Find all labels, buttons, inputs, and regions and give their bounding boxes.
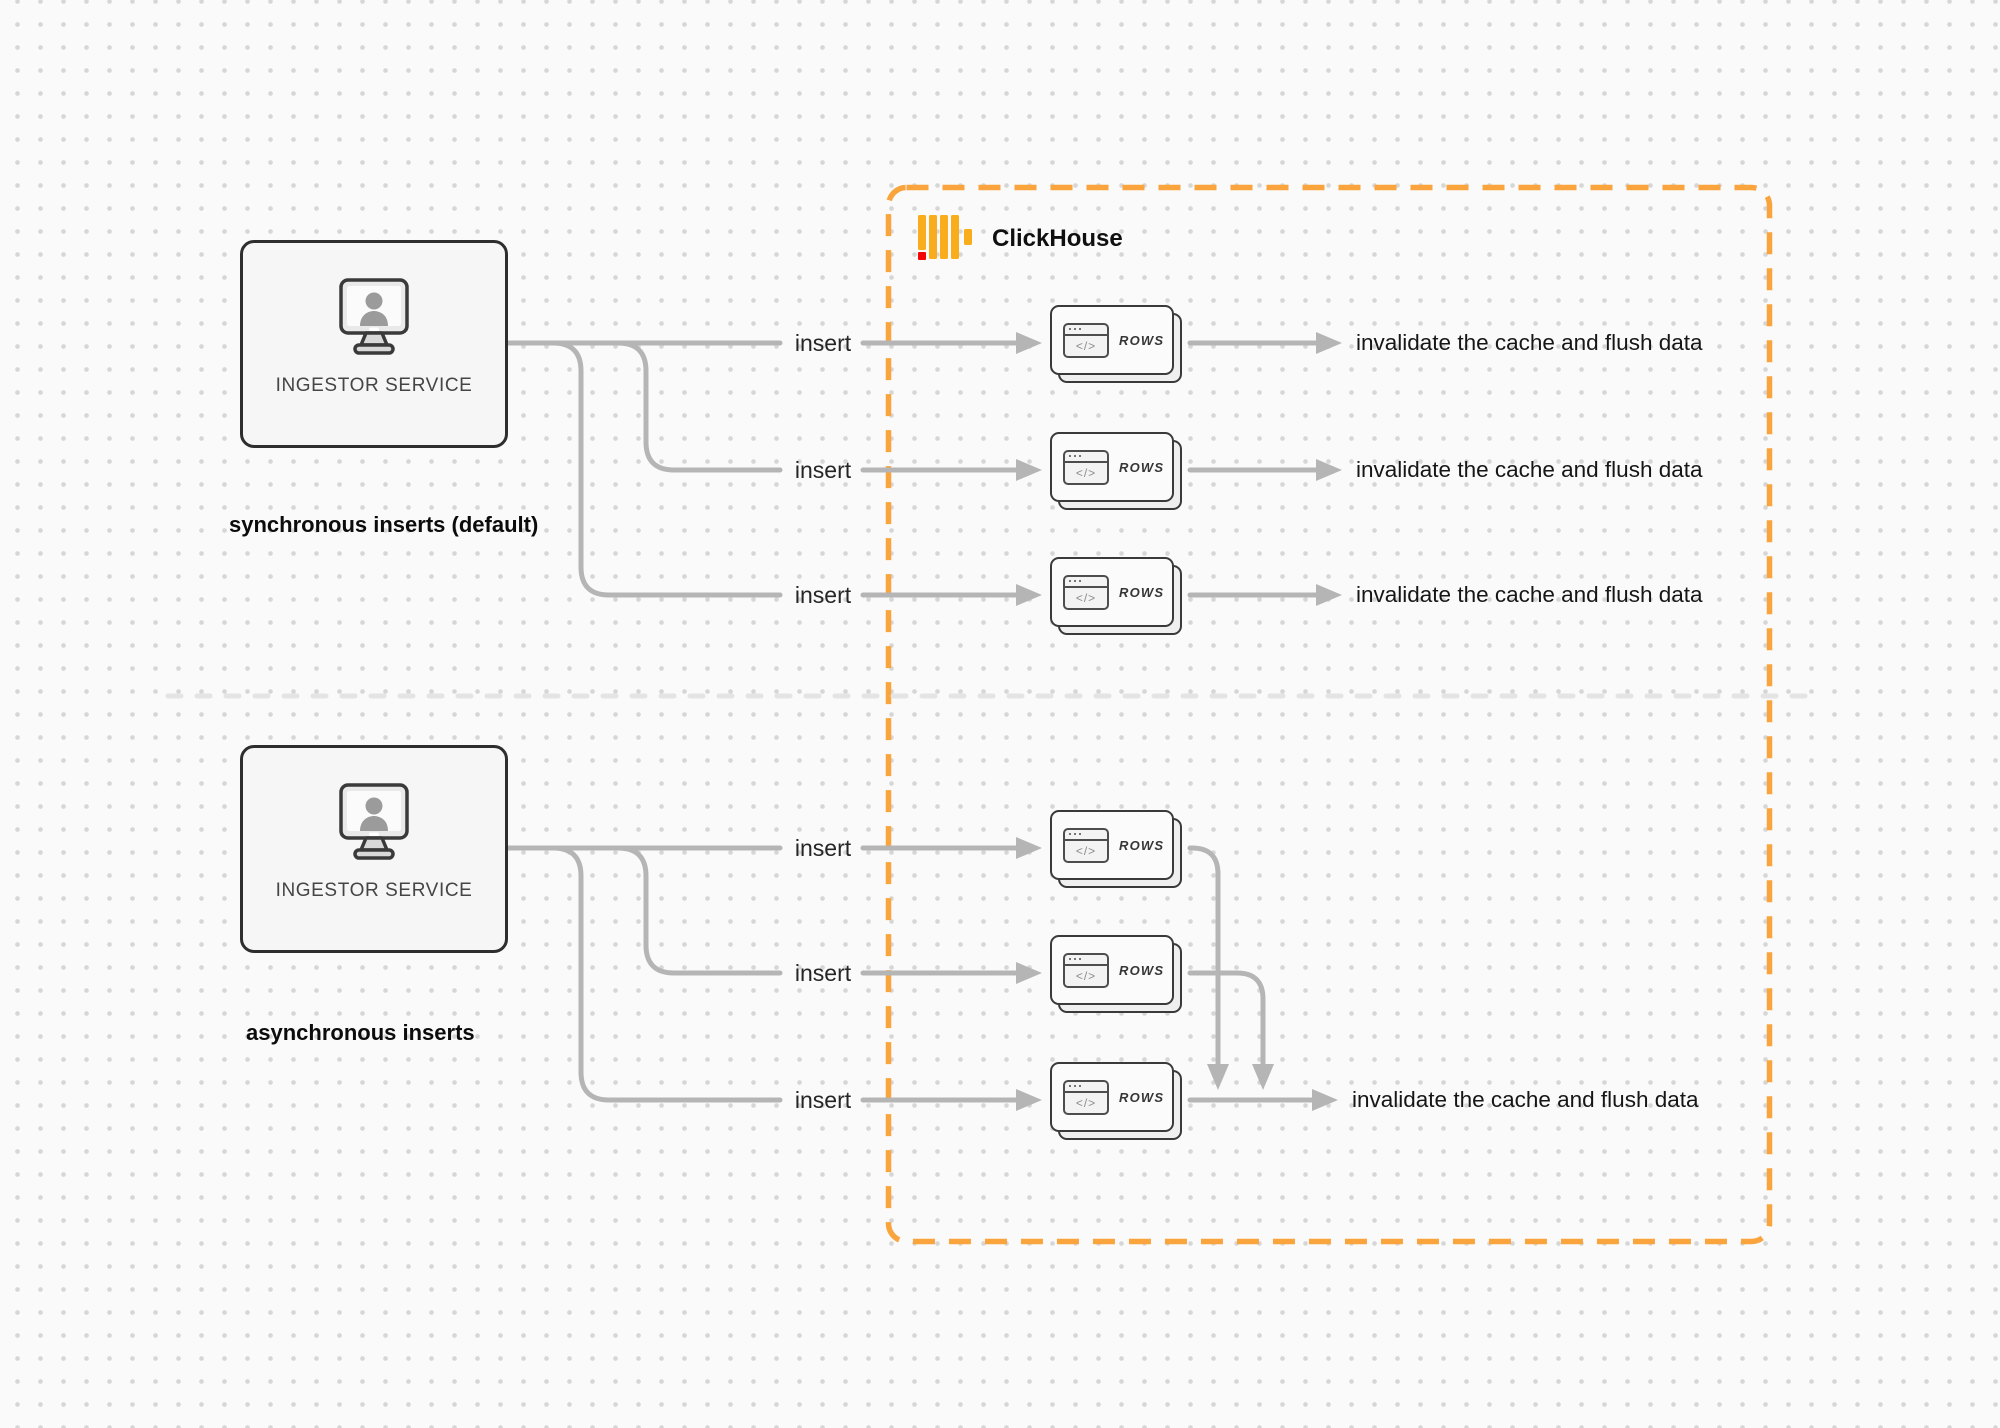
sync-line-row3 (505, 340, 783, 598)
async-insert-label-3: insert (794, 1087, 852, 1113)
rows-label: ROWS (1119, 584, 1165, 600)
browser-code-icon: </> (1063, 1079, 1109, 1115)
rows-label: ROWS (1119, 1089, 1165, 1105)
sync-rows-card-2: </> ROWS (1050, 432, 1182, 510)
card-front: </> ROWS (1050, 557, 1174, 627)
sync-connectors (505, 340, 1319, 598)
sync-ingestor-service-box: INGESTOR SERVICE (240, 240, 508, 448)
browser-code-icon: </> (1063, 322, 1109, 358)
arrowhead-icon (1316, 459, 1342, 481)
sync-rows-card-1: </> ROWS (1050, 305, 1182, 383)
async-arrowheads (1016, 837, 1338, 1111)
arrowhead-icon (1016, 584, 1042, 606)
code-glyph: </> (1075, 338, 1097, 353)
code-glyph: </> (1075, 465, 1097, 480)
arrowhead-icon (1016, 837, 1042, 859)
sync-result-label-3: invalidate the cache and flush data (1356, 582, 1703, 607)
code-glyph: </> (1075, 968, 1097, 983)
clickhouse-logo-lockup: ClickHouse (916, 213, 1123, 265)
clickhouse-boundary-box (885, 184, 1773, 1245)
arrowhead-icon (1016, 459, 1042, 481)
rows-label: ROWS (1119, 837, 1165, 853)
sync-arrowheads (1016, 332, 1342, 606)
card-front: </> ROWS (1050, 432, 1174, 502)
sync-caption: synchronous inserts (default) (229, 512, 539, 537)
rows-label: ROWS (1119, 459, 1165, 475)
arrowhead-icon (1016, 1089, 1042, 1111)
card-front: </> ROWS (1050, 305, 1174, 375)
monitor-user-icon (326, 277, 422, 363)
async-rows-card-1: </> ROWS (1050, 810, 1182, 888)
rows-label: ROWS (1119, 962, 1165, 978)
async-connectors (505, 845, 1315, 1103)
sync-line-row2 (505, 340, 783, 473)
ingestor-service-label: INGESTOR SERVICE (275, 375, 473, 396)
async-line-row2 (505, 845, 783, 976)
browser-code-icon: </> (1063, 574, 1109, 610)
monitor-user-icon (326, 782, 422, 868)
async-insert-label-1: insert (794, 835, 852, 861)
browser-code-icon: </> (1063, 449, 1109, 485)
arrowhead-icon (1316, 332, 1342, 354)
arrowhead-icon (1016, 962, 1042, 984)
arrowhead-icon (1016, 332, 1042, 354)
code-glyph: </> (1075, 843, 1097, 858)
arrowhead-down-icon (1207, 1064, 1229, 1090)
card-front: </> ROWS (1050, 935, 1174, 1005)
ingestor-service-label: INGESTOR SERVICE (275, 880, 473, 901)
async-insert-label-2: insert (794, 960, 852, 986)
card-front: </> ROWS (1050, 810, 1174, 880)
async-rows-card-3: </> ROWS (1050, 1062, 1182, 1140)
clickhouse-bars-icon (918, 215, 972, 260)
code-glyph: </> (1075, 590, 1097, 605)
async-ingestor-service-box: INGESTOR SERVICE (240, 745, 508, 953)
card-front: </> ROWS (1050, 1062, 1174, 1132)
sync-rows-card-3: </> ROWS (1050, 557, 1182, 635)
sync-result-label-2: invalidate the cache and flush data (1356, 457, 1703, 482)
sync-insert-label-1: insert (794, 330, 852, 356)
arrowhead-down-icon (1252, 1064, 1274, 1090)
sync-insert-label-2: insert (794, 457, 852, 483)
async-line-row3 (505, 845, 783, 1103)
code-glyph: </> (1075, 1095, 1097, 1110)
arrowhead-icon (1316, 584, 1342, 606)
clickhouse-label: ClickHouse (992, 225, 1123, 252)
async-result-label: invalidate the cache and flush data (1352, 1087, 1699, 1112)
async-merge-line-1 (1187, 845, 1221, 1067)
arrowhead-icon (1312, 1089, 1338, 1111)
browser-code-icon: </> (1063, 827, 1109, 863)
async-merge-line-2 (1187, 970, 1266, 1067)
async-rows-card-2: </> ROWS (1050, 935, 1182, 1013)
rows-label: ROWS (1119, 332, 1165, 348)
browser-code-icon: </> (1063, 952, 1109, 988)
sync-insert-label-3: insert (794, 582, 852, 608)
sync-result-label-1: invalidate the cache and flush data (1356, 330, 1703, 355)
async-caption: asynchronous inserts (246, 1020, 475, 1045)
